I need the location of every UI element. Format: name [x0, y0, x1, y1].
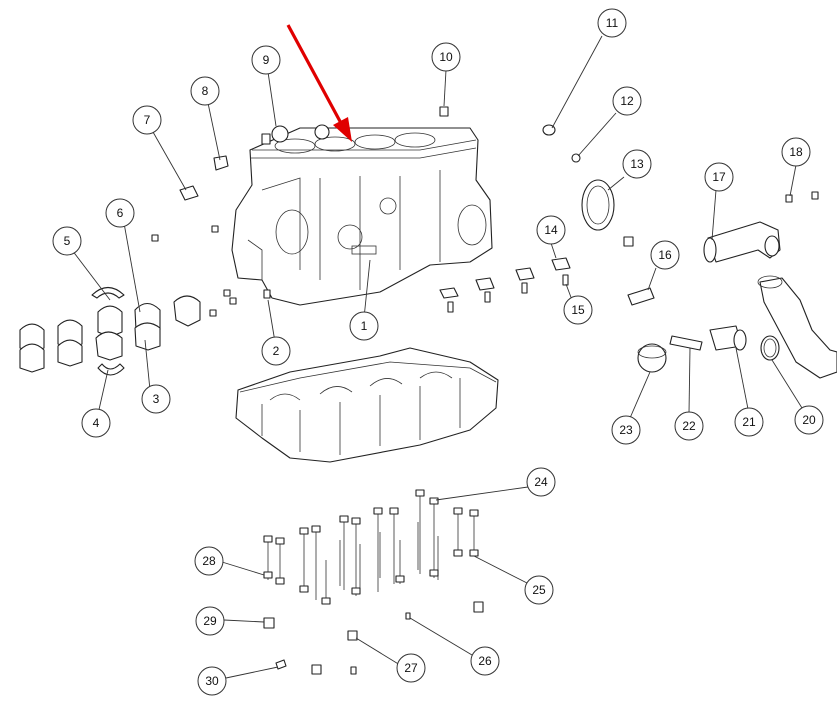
sleeve-16 — [627, 287, 655, 306]
block-small-parts — [151, 106, 634, 317]
callout-label: 12 — [620, 94, 634, 108]
callout-9: 9 — [251, 45, 281, 75]
callout-28: 28 — [194, 546, 224, 576]
callout-27: 27 — [396, 653, 426, 683]
callout-label: 27 — [404, 661, 418, 675]
callout-2: 2 — [261, 336, 291, 366]
callout-label: 24 — [534, 475, 548, 489]
callout-label: 20 — [802, 413, 816, 427]
callout-4: 4 — [81, 408, 111, 438]
callout-20: 20 — [794, 405, 824, 435]
callout-14: 14 — [536, 215, 566, 245]
callout-30: 30 — [197, 666, 227, 696]
callout-17: 17 — [704, 162, 734, 192]
callout-label: 4 — [93, 416, 100, 430]
callout-15: 15 — [563, 295, 593, 325]
callout-label: 21 — [742, 415, 756, 429]
callout-7: 7 — [132, 105, 162, 135]
callout-label: 28 — [202, 554, 216, 568]
callout-23: 23 — [611, 415, 641, 445]
callout-12: 12 — [612, 86, 642, 116]
callout-label: 18 — [789, 145, 803, 159]
callout-label: 7 — [144, 113, 151, 127]
callout-5: 5 — [52, 226, 82, 256]
callout-11: 11 — [597, 8, 627, 38]
callout-label: 22 — [682, 419, 696, 433]
callout-label: 26 — [478, 654, 492, 668]
callout-label: 25 — [532, 583, 546, 597]
callout-25: 25 — [524, 575, 554, 605]
callout-label: 23 — [619, 423, 633, 437]
callout-label: 9 — [263, 53, 270, 67]
bushings-and-dowels — [263, 601, 484, 675]
callout-24: 24 — [526, 467, 556, 497]
oil-jets-and-pins — [439, 257, 571, 313]
fittings-group — [637, 325, 780, 373]
callout-label: 13 — [630, 157, 644, 171]
callout-10: 10 — [431, 42, 461, 72]
coolant-pipe — [703, 191, 819, 263]
engine-block — [231, 127, 493, 306]
callout-label: 2 — [273, 344, 280, 358]
callout-21: 21 — [734, 407, 764, 437]
callout-3: 3 — [141, 384, 171, 414]
callout-26: 26 — [470, 646, 500, 676]
leader-lines — [71, 35, 803, 679]
callout-label: 10 — [439, 50, 453, 64]
rear-crankshaft-seal — [581, 179, 615, 231]
bolt-set — [263, 489, 479, 605]
callout-label: 14 — [544, 223, 558, 237]
callout-label: 17 — [712, 170, 726, 184]
callout-16: 16 — [650, 240, 680, 270]
callout-label: 29 — [203, 614, 217, 628]
callout-18: 18 — [781, 137, 811, 167]
callout-label: 3 — [153, 392, 160, 406]
red-pointer-arrow — [286, 24, 352, 142]
callout-label: 16 — [658, 248, 672, 262]
callout-label: 11 — [606, 16, 619, 30]
callout-13: 13 — [622, 149, 652, 179]
callout-label: 6 — [117, 206, 124, 220]
callout-label: 15 — [571, 303, 585, 317]
callout-8: 8 — [190, 76, 220, 106]
main-bearing-shells — [19, 286, 201, 376]
callout-label: 1 — [361, 319, 368, 333]
coolant-hose — [757, 275, 837, 379]
callout-label: 30 — [205, 674, 219, 688]
callout-label: 8 — [202, 84, 209, 98]
callout-label: 5 — [64, 234, 71, 248]
crankcase-bedplate — [235, 347, 499, 463]
callout-6: 6 — [105, 198, 135, 228]
callout-29: 29 — [195, 606, 225, 636]
callout-1: 1 — [349, 311, 379, 341]
callout-22: 22 — [674, 411, 704, 441]
